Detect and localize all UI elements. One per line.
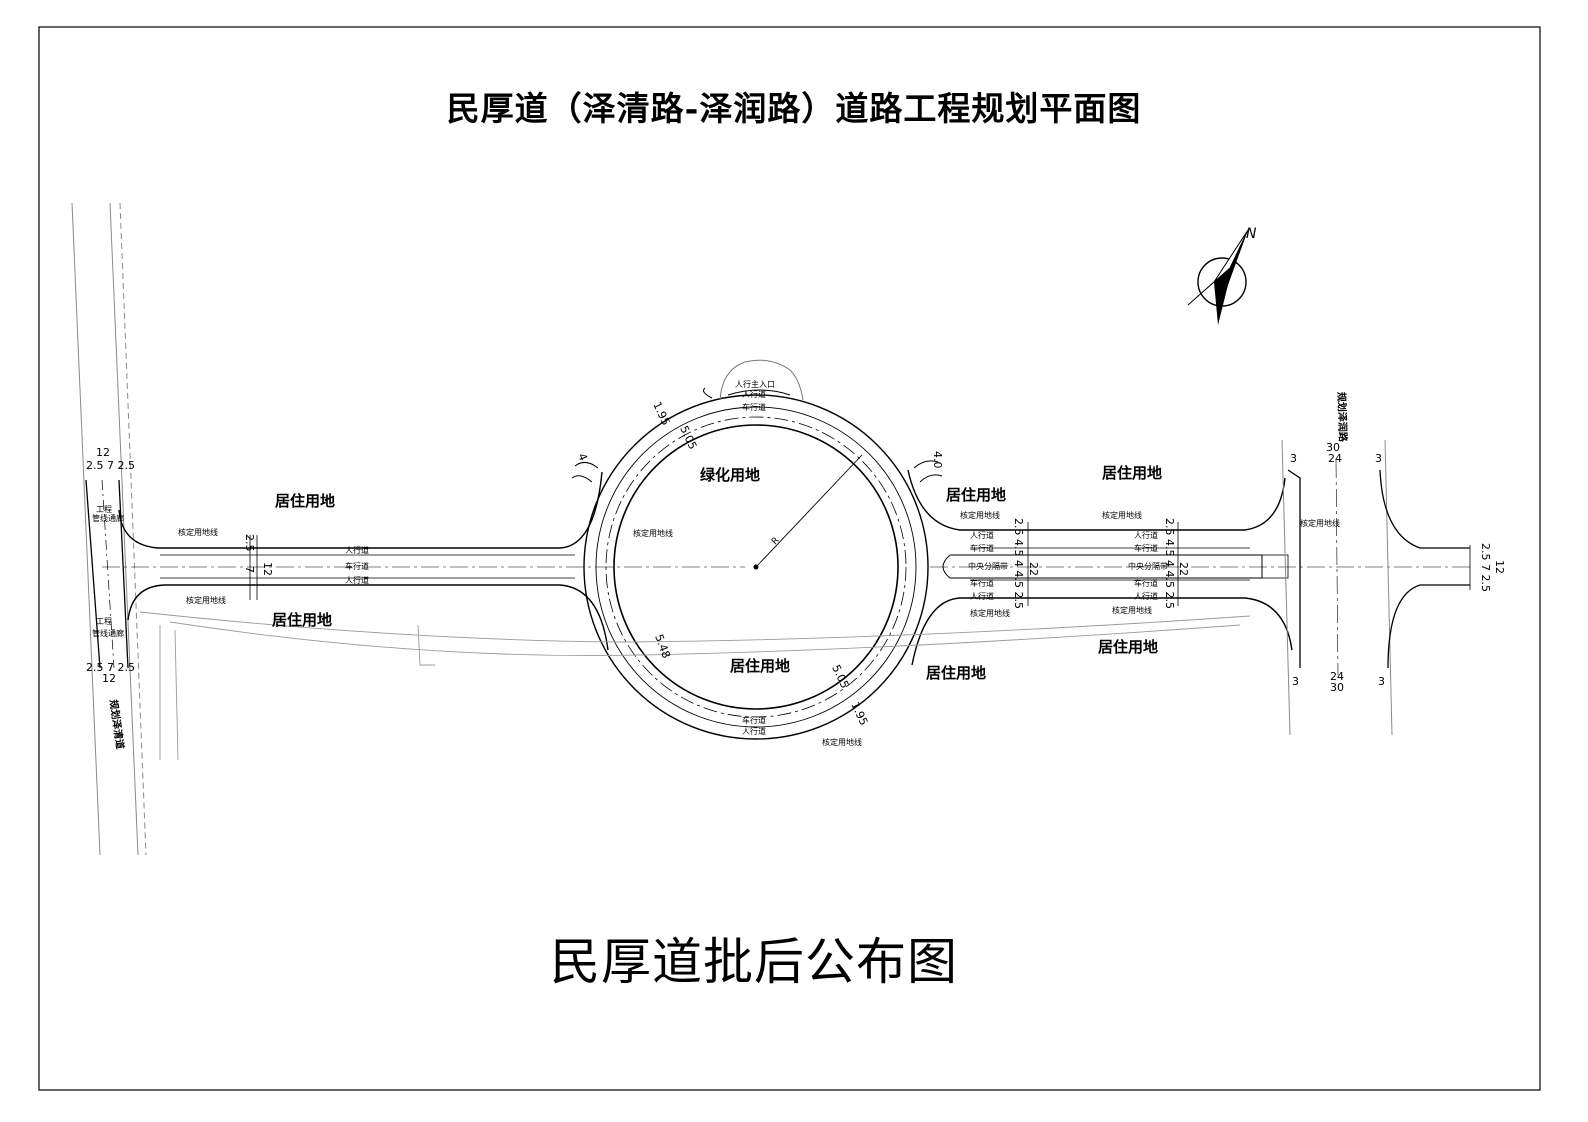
dim-east-side-tl: 3 (1290, 452, 1297, 465)
dim-road-right-total-2: 22 (1177, 562, 1190, 576)
east-road (1281, 439, 1471, 736)
label-east-road: 规划泽润路 (1335, 392, 1350, 443)
label-pipe-corridor-bottom: 管线通廊 (92, 628, 124, 638)
label-land-line-se2: 核定用地线 (1112, 605, 1152, 615)
label-east2-sidewalk-top: 人行道 (1134, 530, 1158, 540)
label-ramp-bottom: 工程 (96, 617, 112, 626)
label-land-line-ne2: 核定用地线 (1102, 510, 1142, 520)
dim-road-left-mid: 7 (243, 566, 256, 573)
label-land-line-e: 核定用地线 (1300, 518, 1340, 528)
dim-west-total: 12 (96, 446, 110, 459)
label-land-line-ring: 核定用地线 (633, 528, 673, 538)
label-residential-sw: 居住用地 (272, 611, 332, 629)
dim-ring-bottom-b: 1.95 (848, 700, 870, 728)
label-ring-carriageway-top: 车行道 (742, 402, 766, 412)
label-land-line-nw: 核定用地线 (178, 527, 218, 537)
roundabout (583, 394, 929, 740)
dim-branch-left: 4 (575, 452, 590, 463)
label-ring-sidewalk-bottom: 人行道 (742, 726, 766, 736)
main-road-west (102, 471, 745, 651)
label-ring-sidewalk-top: 人行道 (742, 389, 766, 399)
north-label: N (1246, 226, 1257, 242)
label-east-carriageway-top: 车行道 (970, 543, 994, 553)
dim-ring-5-48: 5.48 (652, 633, 673, 660)
dim-road-left: 12 (261, 562, 274, 576)
label-land-line-se1: 核定用地线 (970, 608, 1010, 618)
dim-road-right-parts-2: 2.5 4.5 4 4.5 2.5 (1163, 518, 1176, 609)
label-west-road: 规划泽清道 (107, 699, 127, 750)
label-residential-se1: 居住用地 (926, 664, 986, 682)
publish-title: 民厚道批后公布图 (550, 933, 958, 991)
label-east2-sidewalk-bottom: 人行道 (1134, 591, 1158, 601)
dim-east-right-parts: 2.5 7 2.5 (1479, 543, 1492, 592)
dim-west-parts-bottom: 2.5 7 2.5 (86, 661, 135, 674)
dim-east-total-top: 30 (1326, 441, 1340, 454)
dim-road-right-total: 22 (1027, 562, 1040, 576)
dim-east-inner-bottom: 24 (1330, 670, 1344, 683)
label-east2-median: 中央分隔带 (1128, 561, 1168, 571)
river-channel (139, 611, 1251, 761)
label-residential-center: 居住用地 (730, 657, 790, 675)
dim-branch-right: 4.0 (931, 451, 944, 469)
label-pedestrian-entrance: 人行主入口 (735, 379, 775, 389)
north-arrow: N (1187, 226, 1257, 325)
main-road-east (907, 469, 1470, 666)
label-east-carriageway-bottom: 车行道 (970, 578, 994, 588)
label-land-line-ne1: 核定用地线 (960, 510, 1000, 520)
label-residential-ne1: 居住用地 (946, 486, 1006, 504)
label-land-line-ring-bottom: 核定用地线 (822, 737, 862, 747)
west-road (85, 479, 129, 669)
label-residential-se2: 居住用地 (1098, 638, 1158, 656)
label-east2-carriageway-bottom: 车行道 (1134, 578, 1158, 588)
pedestrian-entrance (703, 359, 804, 401)
label-west-sidewalk-top: 人行道 (345, 545, 369, 555)
label-west-carriageway: 车行道 (345, 561, 369, 571)
branch-spurs (571, 460, 943, 483)
sheet-border (38, 26, 1541, 1091)
dim-west-total-bottom: 12 (102, 672, 116, 685)
label-east-sidewalk-top: 人行道 (970, 530, 994, 540)
label-residential-ne2: 居住用地 (1102, 464, 1162, 482)
label-radius: R (770, 536, 782, 548)
west-road-boundary (71, 202, 147, 856)
label-ramp-top: 工程 (96, 505, 112, 514)
dim-east-side-tr: 3 (1375, 452, 1382, 465)
plan-title: 民厚道（泽清路-泽润路）道路工程规划平面图 (446, 89, 1142, 128)
label-east-median: 中央分隔带 (968, 561, 1008, 571)
label-green-land: 绿化用地 (700, 466, 760, 484)
dim-ring-outer: 1.95 (650, 400, 672, 428)
label-land-line-sw: 核定用地线 (186, 595, 226, 605)
label-pipe-corridor-top: 管线通廊 (92, 513, 124, 523)
dim-east-side-br: 3 (1378, 675, 1385, 688)
dim-east-inner-top: 24 (1328, 452, 1342, 465)
dim-road-left-side: 2.5 (243, 534, 256, 552)
dim-west-parts: 2.5 7 2.5 (86, 459, 135, 472)
dim-east-right-total: 12 (1493, 560, 1506, 574)
label-east2-carriageway-top: 车行道 (1134, 543, 1158, 553)
label-ring-carriageway-bottom: 车行道 (742, 715, 766, 725)
dim-east-total-bottom: 30 (1330, 681, 1344, 694)
label-east-sidewalk-bottom: 人行道 (970, 591, 994, 601)
label-west-sidewalk-bottom: 人行道 (345, 575, 369, 585)
dim-road-right-parts: 2.5 4.5 4 4.5 2.5 (1012, 518, 1025, 609)
dim-east-side-bl: 3 (1292, 675, 1299, 688)
label-residential-nw: 居住用地 (275, 492, 335, 510)
